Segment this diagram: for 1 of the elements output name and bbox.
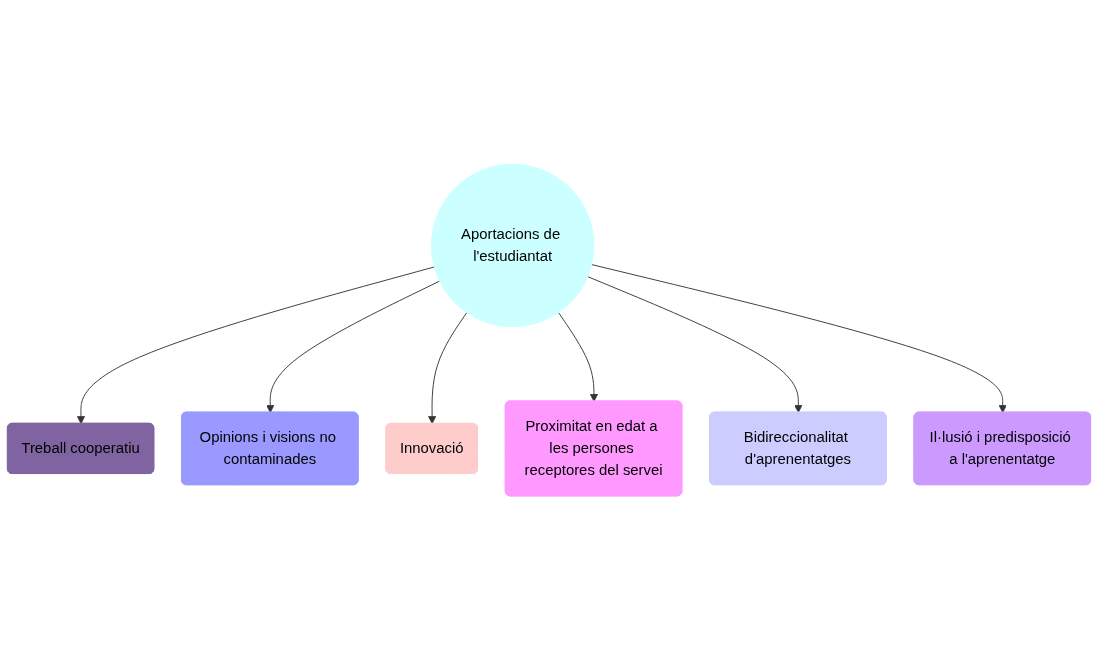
node-circle: Aportacions de l'estudiantat <box>430 163 595 328</box>
